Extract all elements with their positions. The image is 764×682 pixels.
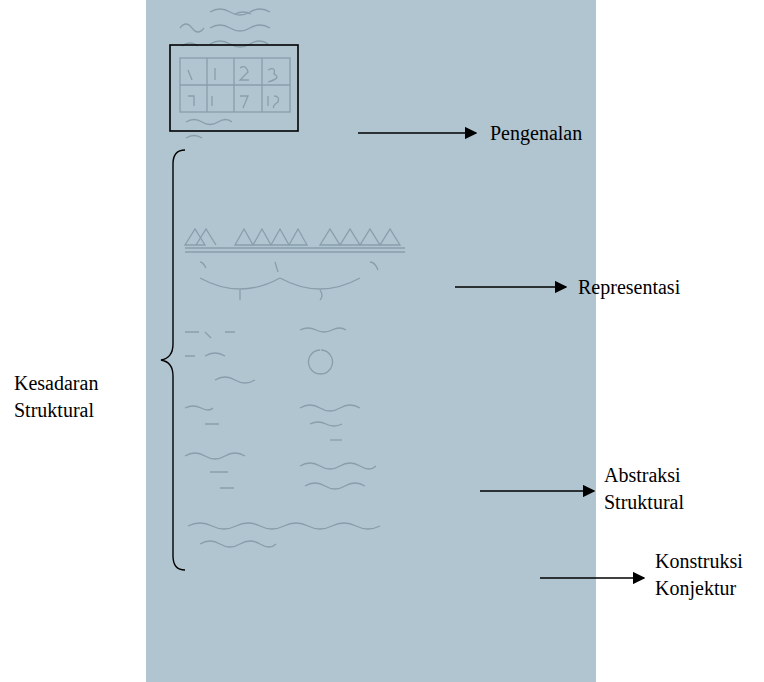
handwriting [180,9,405,547]
leader-arrow [455,286,566,287]
group-label: Kesadaran Struktural [14,370,126,424]
leader-arrow [358,132,476,133]
stage-label: Representasi [578,274,728,301]
highlight-frame [170,45,298,131]
leader-arrow [480,490,594,491]
paper-photo-light [146,0,596,682]
stage-label: Abstraksi Struktural [604,462,714,516]
curly-brace [161,150,185,570]
leader-arrow [540,577,644,578]
stage-label: Konstruksi Konjektur [655,548,760,602]
stage-label: Pengenalan [490,120,630,147]
paper-photo [146,0,596,682]
